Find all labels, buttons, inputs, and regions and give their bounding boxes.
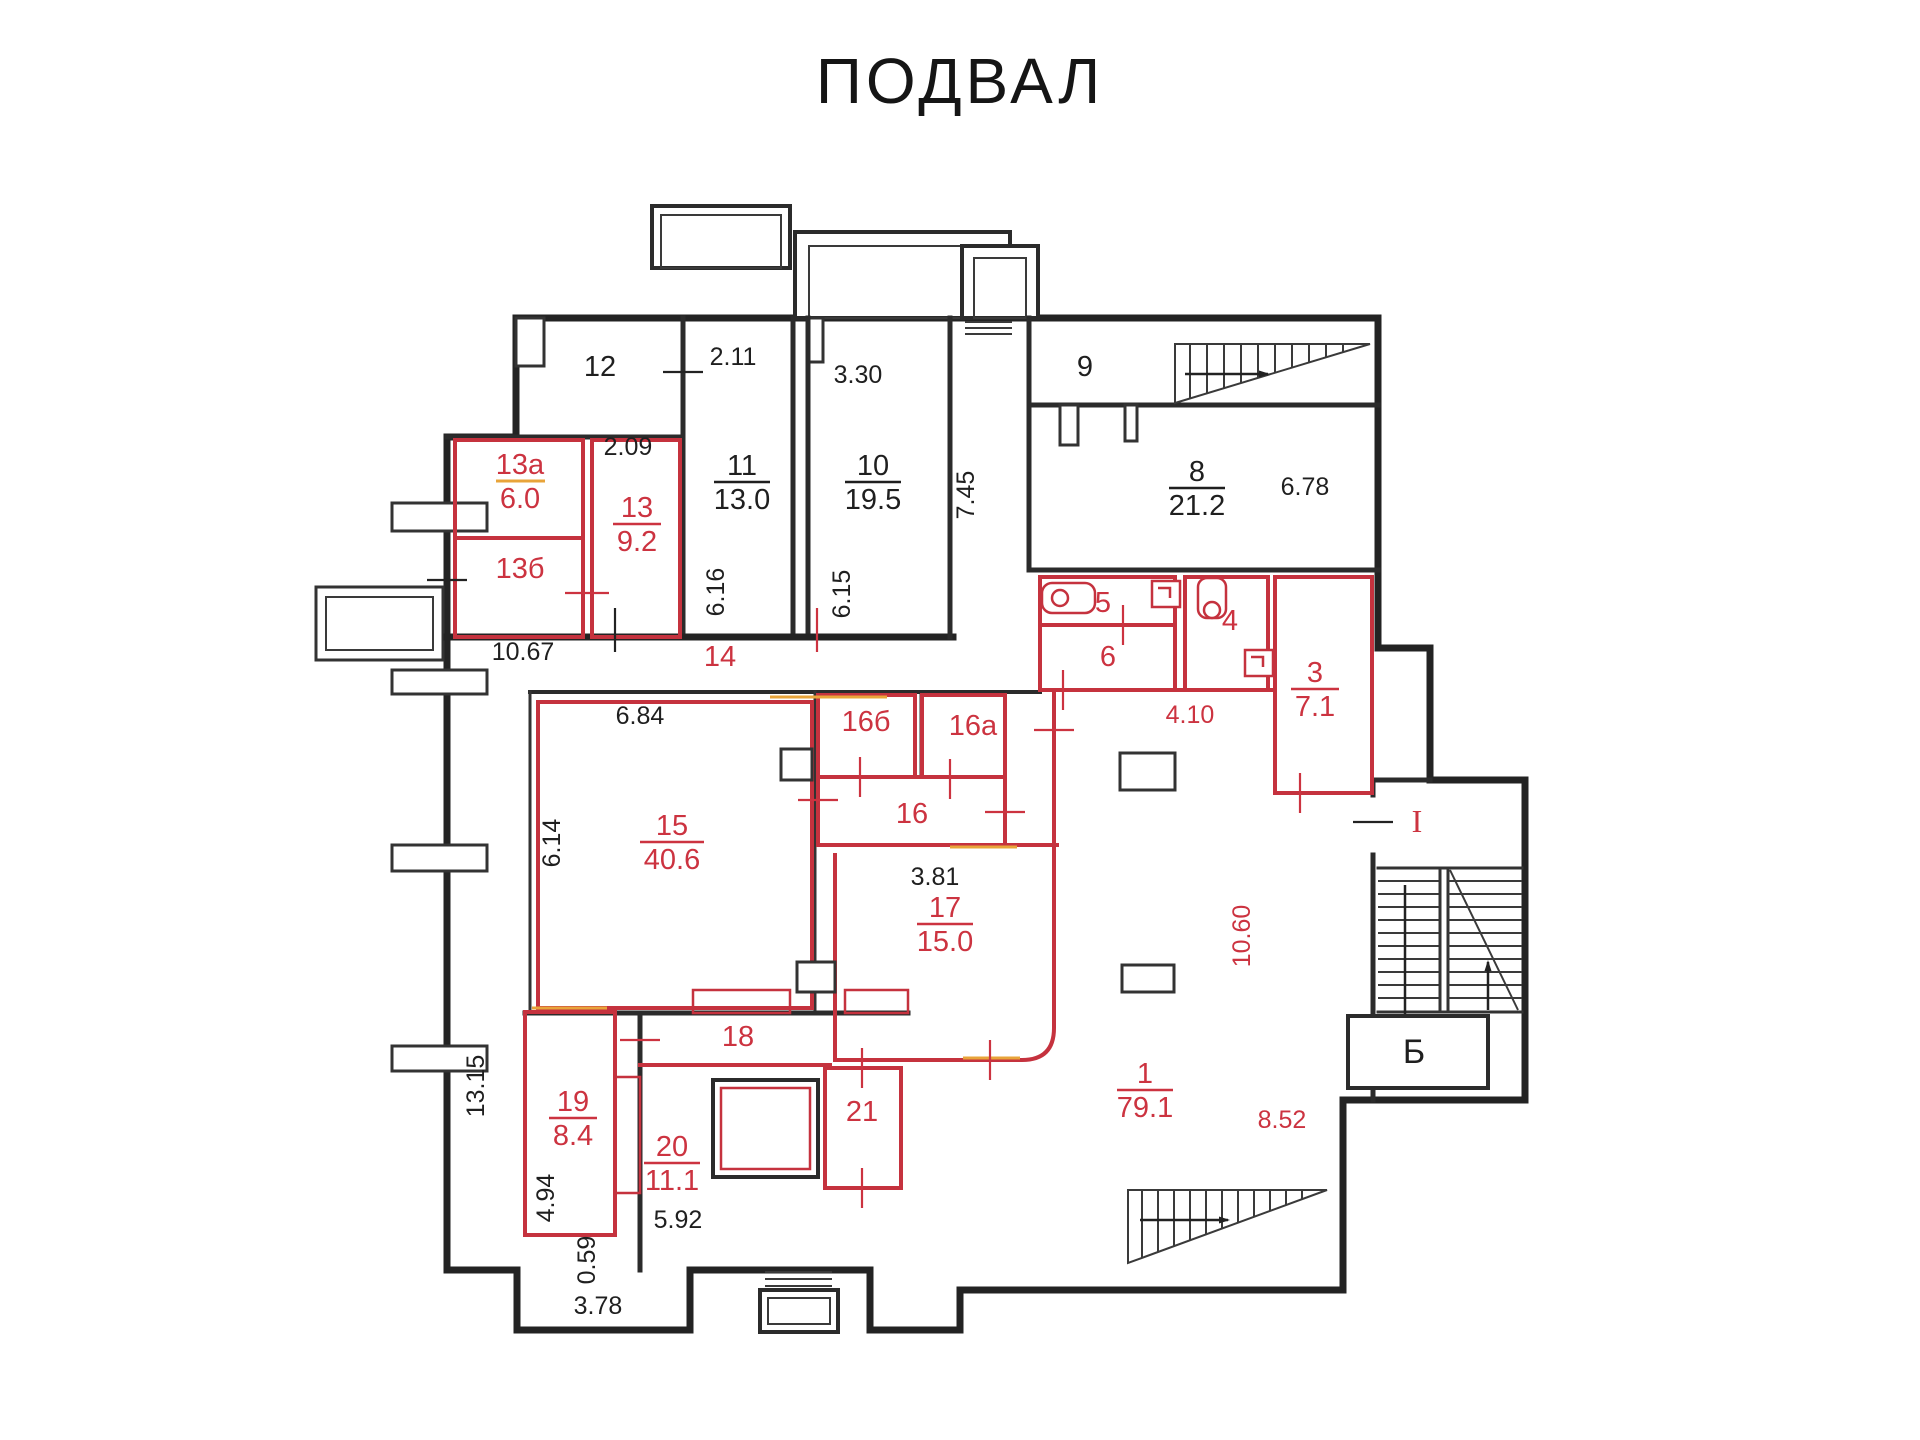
room-label-red: 16а	[949, 710, 998, 742]
room-label-red: 18	[722, 1021, 754, 1053]
room-fraction: 15 40.6	[640, 810, 704, 876]
room-fraction: 20 11.1	[644, 1131, 700, 1197]
room-area: 19.5	[845, 484, 901, 516]
dim-label: 6.14	[538, 819, 566, 868]
room-area: 40.6	[644, 844, 700, 876]
page-title: ПОДВАЛ	[815, 45, 1105, 117]
room-label-red: I	[1412, 803, 1423, 839]
dim-label: 6.84	[616, 702, 665, 730]
room-fraction: 13а 6.0	[496, 449, 545, 515]
room-number: 3	[1307, 657, 1323, 689]
room-label-red: 6	[1100, 641, 1116, 673]
cistern-icon	[1150, 579, 1182, 609]
room-label-red: 16	[896, 798, 928, 830]
room-area: 9.2	[617, 526, 657, 558]
dim-label: 10.67	[492, 638, 555, 666]
room-label-red: 5	[1095, 587, 1111, 619]
room-area: 79.1	[1117, 1092, 1173, 1124]
room-number: 17	[929, 892, 961, 924]
dim-label: 7.45	[952, 471, 980, 520]
room-number: 10	[857, 450, 889, 482]
room-fraction: 13 9.2	[613, 492, 661, 558]
room-number: 13а	[496, 449, 545, 481]
room-fraction: 10 19.5	[845, 450, 901, 516]
room-number: 13	[621, 492, 653, 524]
dim-label: 6.16	[702, 568, 730, 617]
dim-label: 0.59	[573, 1236, 601, 1285]
dim-label-red: 4.10	[1166, 701, 1215, 729]
dim-label: 2.11	[710, 343, 757, 371]
dimension-ticks	[427, 370, 1393, 1208]
dim-label: 6.15	[828, 570, 856, 619]
sink-icon	[1243, 648, 1275, 678]
room-number: 15	[656, 810, 688, 842]
dim-label: 4.94	[532, 1174, 560, 1223]
stairs-top-right	[1174, 343, 1371, 405]
pilasters	[314, 316, 825, 1073]
room-area: 8.4	[553, 1120, 593, 1152]
room-area: 13.0	[714, 484, 770, 516]
stairwell-right	[1346, 866, 1524, 1090]
dim-label: 3.78	[574, 1292, 623, 1320]
room-label-red: 13б	[496, 553, 545, 585]
room-fraction: 3 7.1	[1291, 657, 1339, 723]
stair-landing-b	[1346, 1014, 1490, 1090]
room-label: Б	[1403, 1033, 1425, 1071]
room-number: 8	[1189, 456, 1205, 488]
room-label-red: 16б	[842, 706, 891, 738]
room-number: 1	[1137, 1058, 1153, 1090]
outer-walls	[443, 314, 1529, 1334]
room-number: 20	[656, 1131, 688, 1163]
room-label-red: 21	[846, 1096, 878, 1128]
room-number: 11	[727, 450, 757, 482]
dim-label: 6.78	[1281, 473, 1330, 501]
room-number: 19	[557, 1086, 589, 1118]
room-area: 11.1	[645, 1165, 699, 1197]
areaway-boxes	[650, 204, 1040, 1334]
fixtures	[1040, 576, 1275, 678]
room-fraction: 8 21.2	[1169, 456, 1225, 522]
dim-label-red: 8.52	[1258, 1106, 1307, 1134]
room-fraction: 1 79.1	[1117, 1058, 1173, 1124]
room-area: 15.0	[917, 926, 973, 958]
red-walls	[453, 438, 1374, 1237]
stairs-bottom	[1127, 1189, 1328, 1265]
dim-label: 3.81	[911, 863, 960, 891]
room-label: 12	[584, 351, 616, 383]
dim-label: 2.09	[604, 433, 653, 461]
dim-label: 13.15	[462, 1055, 490, 1118]
room-label-red: 4	[1222, 605, 1238, 637]
room-fraction: 11 13.0	[714, 450, 770, 516]
room-area: 6.0	[500, 483, 540, 515]
room-fraction: 17 15.0	[917, 892, 973, 958]
dim-label-red: 10.60	[1228, 905, 1256, 968]
room-fraction: 19 8.4	[549, 1086, 597, 1152]
labels: 2.11 3.30 2.09 6.16 6.15 7.45 6.78 10.67…	[462, 343, 1425, 1320]
room-label-red: 14	[704, 641, 736, 673]
dim-label: 5.92	[654, 1206, 703, 1234]
room-area: 7.1	[1295, 691, 1335, 723]
room-label: 9	[1077, 351, 1093, 383]
columns	[779, 747, 1177, 994]
dim-label: 3.30	[834, 361, 883, 389]
room-area: 21.2	[1169, 490, 1225, 522]
hatch-areas	[613, 988, 910, 1195]
